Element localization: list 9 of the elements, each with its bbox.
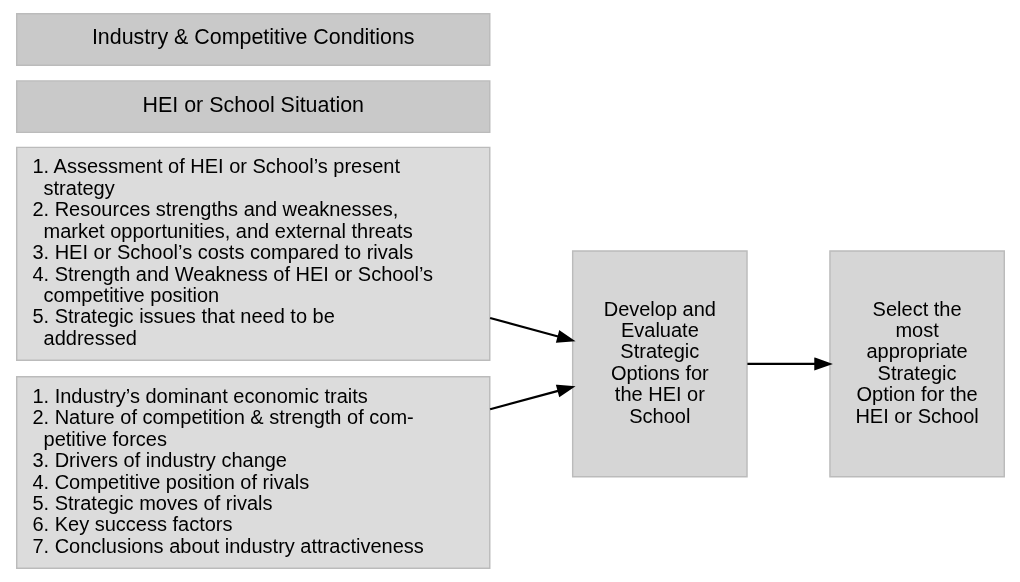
arrow: [746, 357, 833, 371]
node-box: Industry & Competitive Conditions: [15, 13, 490, 66]
node-box: 1. Assessment of HEI or School’s present strategy 2. Resources strengths and weaknesses, market opportunities, and external threats 3. HEI or School’s costs compared to rivals 4. Strength and Weakness of HEI or School’s competitive position 5. Strategic issues that need to be addressed: [15, 146, 490, 362]
arrow: [489, 316, 576, 343]
node-box: Develop and Evaluate Strategic Options for the HEI or School: [571, 250, 748, 478]
node-box: HEI or School Situation: [15, 80, 490, 134]
node-box: Select the most appropriate Strategic Option for the HEI or School: [828, 250, 1005, 478]
node-box: 1. Industry’s dominant economic traits 2. Nature of competition & strength of com- petitive forces 3. Drivers of industry change 4. Competitive position of rivals 5. Strategic moves of rivals 6. Key success factors 7. Conclusions about industry attractiveness: [15, 376, 490, 569]
arrow: [489, 384, 576, 411]
